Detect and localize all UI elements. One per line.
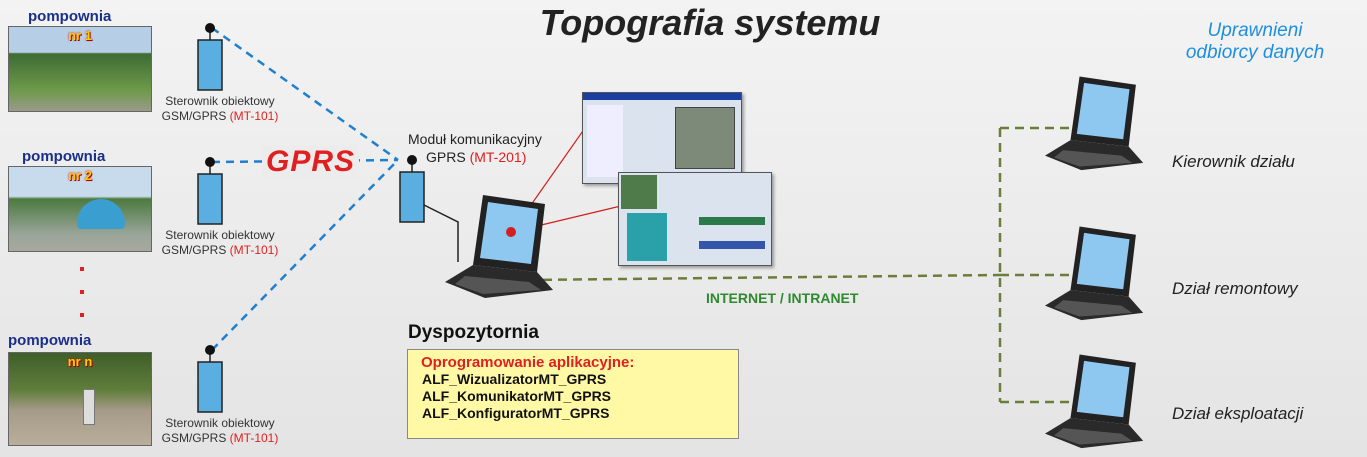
software-box: Oprogramowanie aplikacyjne: ALF_Wizualiz…	[407, 349, 739, 439]
receivers-title-line1: Uprawnieni	[1207, 20, 1303, 41]
controller-caption-1-type: GSM/GPRS	[161, 109, 227, 123]
software-item: ALF_KomunikatorMT_GPRS	[422, 388, 612, 404]
receiver-laptop-icon-3	[1045, 354, 1144, 449]
controller-caption-n-model: (MT-101)	[229, 431, 279, 445]
pump-photo-n: nr n	[8, 352, 152, 446]
controller-caption-1-line1: Sterownik obiektowy	[165, 94, 275, 108]
antenna-dot-n	[205, 345, 215, 355]
controller-box-1	[197, 39, 223, 91]
gprs-link-pump2	[211, 158, 399, 164]
configurator-screenshot	[582, 92, 742, 184]
receiver-label-2: Dział remontowy	[1172, 279, 1298, 298]
gprs-link-pumpn	[211, 159, 399, 351]
antenna-dot-2	[205, 157, 215, 167]
antenna-dot-1	[205, 23, 215, 33]
receiver-laptop-icon-2	[1045, 226, 1144, 321]
controller-caption-2: Sterownik obiektowy GSM/GPRS (MT-101)	[150, 228, 290, 258]
gprs-label: GPRS	[262, 145, 360, 179]
visualizer-screenshot	[618, 172, 772, 266]
pump-photo-2: nr 2	[8, 166, 152, 252]
software-item: ALF_KonfiguratorMT_GPRS	[422, 405, 610, 421]
gprs-link-pump1	[211, 26, 399, 162]
pump-tag-n: nr n	[67, 354, 93, 369]
module-caption: Moduł komunikacyjny GPRS (MT-201)	[408, 130, 542, 166]
pump-label-n: pompownia	[8, 332, 92, 349]
receivers-title: Uprawnieni odbiorcy danych	[1150, 20, 1360, 64]
software-item: ALF_WizualizatorMT_GPRS	[422, 371, 607, 387]
receiver-label-3: Dział eksploatacji	[1172, 404, 1304, 423]
controller-caption-n-line1: Sterownik obiektowy	[165, 416, 275, 430]
receivers-title-line2: odbiorcy danych	[1185, 42, 1325, 63]
controller-caption-n-type: GSM/GPRS	[161, 431, 227, 445]
pump-label-2: pompownia	[22, 148, 106, 165]
controller-caption-1: Sterownik obiektowy GSM/GPRS (MT-101)	[150, 94, 290, 124]
receiver-laptop-icon-1	[1045, 76, 1144, 171]
pump-tag-2: nr 2	[68, 168, 92, 183]
module-caption-model: (MT-201)	[469, 149, 527, 165]
module-antenna-dot	[407, 155, 417, 165]
controller-box-n	[197, 361, 223, 413]
pump-tag-1: nr 1	[68, 28, 92, 43]
controller-caption-2-line1: Sterownik obiektowy	[165, 228, 275, 242]
controller-caption-n: Sterownik obiektowy GSM/GPRS (MT-101)	[150, 416, 290, 446]
controller-box-2	[197, 173, 223, 225]
module-box	[399, 171, 425, 223]
receiver-label-1: Kierownik działu	[1172, 152, 1295, 171]
software-heading: Oprogramowanie aplikacyjne:	[421, 354, 635, 371]
controller-caption-2-model: (MT-101)	[229, 243, 279, 257]
dispatch-title: Dyspozytornia	[408, 322, 539, 343]
dispatch-laptop-icon	[445, 195, 553, 298]
pump-label-1: pompownia	[28, 8, 112, 25]
module-caption-line1: Moduł komunikacyjny	[408, 131, 542, 147]
module-caption-type: GPRS	[426, 149, 466, 165]
page-title: Topografia systemu	[539, 2, 881, 43]
network-label: INTERNET / INTRANET	[706, 290, 859, 306]
controller-caption-2-type: GSM/GPRS	[161, 243, 227, 257]
pump-photo-1: nr 1	[8, 26, 152, 112]
controller-caption-1-model: (MT-101)	[229, 109, 279, 123]
